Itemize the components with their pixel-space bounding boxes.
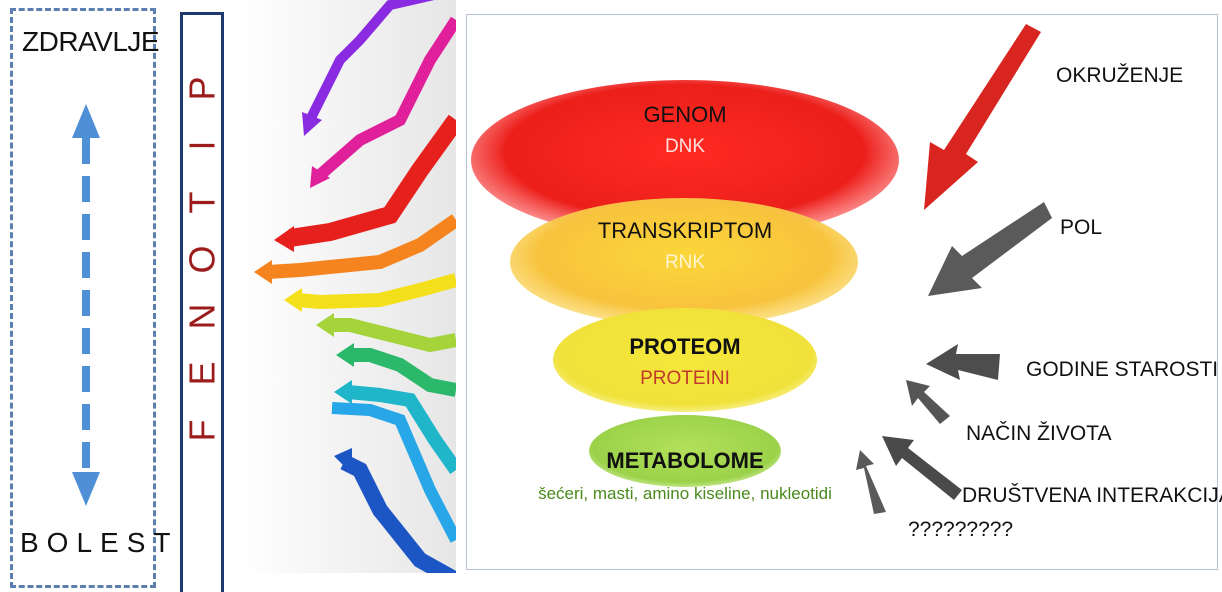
factor-social: DRUŠTVENA INTERAKCIJA (962, 484, 1222, 508)
phenotype-letter: E (174, 352, 231, 396)
phenotype-letter: O (174, 238, 231, 282)
transcriptome-subtitle: RNK (560, 252, 810, 274)
gray-arrow-icon (928, 202, 1052, 296)
red-arrow-icon (924, 24, 1041, 210)
genome-subtitle: DNK (560, 136, 810, 158)
disease-label: BOLEST (20, 527, 178, 559)
gray-arrow-icon (856, 450, 886, 514)
factor-age: GODINE STAROSTI (1026, 358, 1218, 382)
genome-title: GENOM (560, 102, 810, 128)
phenotype-letter: T (174, 181, 231, 225)
phenotype-label: P I T O N E F (180, 60, 224, 459)
gray-arrow-icon (906, 380, 950, 424)
proteome-layer (553, 308, 817, 412)
factor-environment: OKRUŽENJE (1056, 64, 1183, 88)
factor-sex: POL (1060, 216, 1102, 240)
health-label: ZDRAVLJE (22, 26, 159, 58)
gray-arrow-icon (882, 436, 962, 500)
factor-unknown: ????????? (908, 518, 1013, 542)
proteome-subtitle: PROTEINI (560, 368, 810, 390)
metabolome-title: METABOLOME (560, 448, 810, 474)
phenotype-letter: N (174, 295, 231, 339)
transcriptome-title: TRANSKRIPTOM (560, 218, 810, 244)
phenotype-letter: I (174, 124, 231, 168)
factor-lifestyle: NAČIN ŽIVOTA (966, 422, 1111, 446)
gray-arrow-icon (926, 344, 1000, 380)
phenotype-letter: F (174, 409, 231, 453)
metabolome-subtitle: šećeri, masti, amino kiseline, nukleotid… (520, 484, 850, 504)
phenotype-letter: P (174, 67, 231, 111)
rainbow-arrows-graphic (240, 0, 456, 573)
proteome-title: PROTEOM (560, 334, 810, 360)
double-headed-dashed-arrow-icon (66, 100, 106, 510)
